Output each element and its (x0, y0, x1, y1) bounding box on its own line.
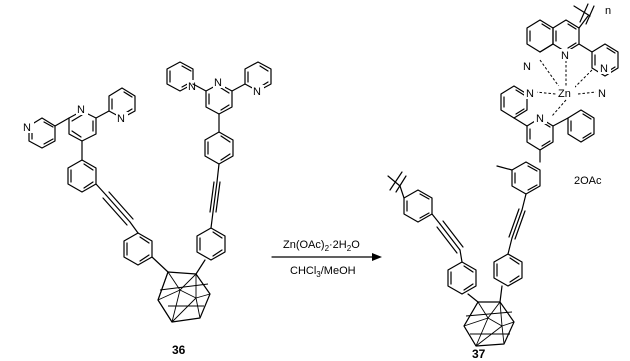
atom-label: N (253, 86, 261, 98)
atom-label: N (526, 88, 534, 100)
carborane-cage (157, 271, 211, 323)
pyridine-ring: N (244, 61, 272, 98)
alkyne-bond (209, 181, 221, 213)
atom-label: N (214, 77, 222, 89)
pyridine-ring: N (108, 87, 136, 125)
atom-label: N (536, 113, 544, 125)
product-37: n (387, 3, 619, 361)
atom-label: N (77, 104, 85, 116)
reactant-36: N N N (22, 61, 272, 357)
phenyl-ring (67, 159, 97, 193)
counterion-label: 2OAc (574, 175, 602, 187)
atom-label: N (523, 61, 531, 73)
phenyl-ring (204, 131, 234, 165)
reagent-label: Zn(OAc)2·2H2O (283, 239, 360, 253)
atom-label: N (23, 122, 31, 134)
central-pyridine-ring: N (205, 76, 233, 115)
repeat-unit-label: n (605, 5, 611, 17)
pyridine-ring (567, 109, 595, 143)
pyridine-ring: N (22, 117, 56, 149)
compound-label-37: 37 (472, 347, 486, 361)
phenyl-ring (493, 253, 523, 287)
alkyne-bond (436, 220, 464, 254)
alkyne-bond (102, 191, 134, 226)
central-pyridine-ring: N (68, 103, 97, 142)
carborane-cage (463, 301, 515, 347)
atom-label: N (600, 63, 608, 75)
pyridine-ring: N (166, 61, 199, 93)
phenyl-ring (123, 232, 153, 266)
pyridine-ring (526, 19, 554, 53)
atom-label: N (188, 81, 196, 93)
alkyne-bond (508, 208, 526, 240)
atom-label: N (117, 113, 125, 125)
compound-label-36: 36 (172, 343, 186, 357)
reaction-arrow (271, 253, 382, 261)
atom-label: N (598, 88, 606, 100)
phenyl-ring (403, 189, 433, 223)
zinc-atom-label: Zn (558, 88, 571, 100)
pyridine-ring (500, 85, 528, 119)
polymer-break-mark (573, 3, 595, 25)
polymer-break-mark (387, 171, 407, 193)
phenyl-ring (511, 161, 541, 195)
phenyl-ring (447, 261, 477, 295)
phenyl-ring (196, 227, 226, 261)
atom-label: N (561, 50, 569, 62)
solvent-label: CHCl3/MeOH (290, 265, 356, 279)
central-pyridine-ring (552, 19, 580, 53)
